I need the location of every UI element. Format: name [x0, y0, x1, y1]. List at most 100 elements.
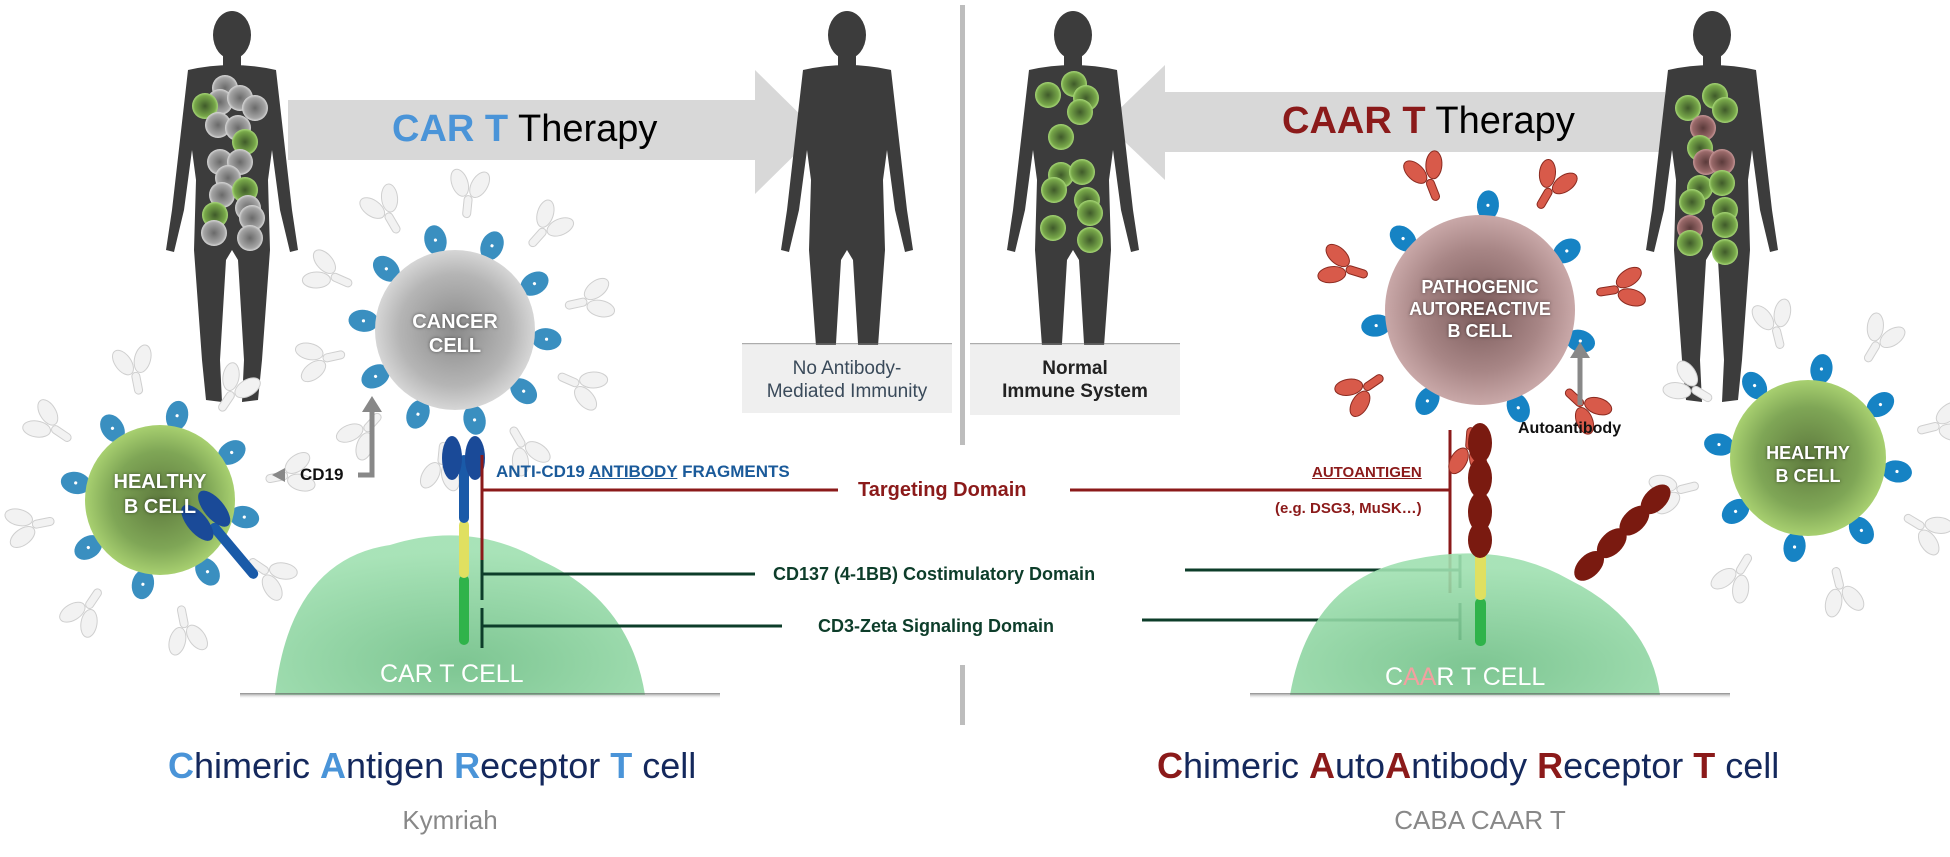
antibody-icon	[1327, 356, 1396, 425]
healthy-cell-dot	[192, 93, 218, 119]
antibody-icon	[295, 242, 362, 307]
center-divider-top	[960, 5, 965, 445]
pathogenic-cell-label: PATHOGENIC AUTOREACTIVE B CELL	[1409, 277, 1551, 341]
footer-title-part: C	[168, 745, 194, 786]
footer-title-part: eceptor	[480, 745, 611, 786]
healthy-cell-dot	[1077, 227, 1103, 253]
cancer-cell-dot	[239, 205, 265, 231]
healthy-cell-dot	[1040, 215, 1066, 241]
footer-title-part: A	[1385, 745, 1412, 786]
antibody-icon	[1812, 561, 1871, 623]
cancer-cell-dot	[237, 225, 263, 251]
targeting-domain-label: Targeting Domain	[858, 479, 1027, 501]
healthy-b-cell-right	[1730, 380, 1886, 536]
antibody-icon	[1745, 293, 1804, 355]
footer-title-part: R	[454, 745, 481, 786]
car-t-full-name: Chimeric Antigen Receptor T cell	[168, 745, 696, 787]
car-t-product-name: Kymriah	[402, 805, 498, 835]
healthy-cell-dot	[1077, 200, 1103, 226]
cancer-cell-label: CANCER CELL	[412, 311, 498, 357]
antibody-icon	[1592, 261, 1651, 316]
car-receptor-binding-b-cell	[181, 490, 259, 579]
costimulatory-domain-label: CD137 (4-1BB) Costimulatory Domain	[773, 564, 1096, 584]
antibody-icon	[1892, 496, 1950, 563]
healthy-cell-dot	[1679, 189, 1705, 215]
healthy-b-cell-left	[85, 425, 235, 575]
footer-title-part: C	[1157, 745, 1183, 786]
antibody-icon	[328, 398, 398, 468]
footer-title-part: ntibody	[1411, 745, 1538, 786]
autoantibody-label: Autoantibody	[1518, 420, 1622, 437]
healthy-cell-dot	[1041, 177, 1067, 203]
healthy-cell-dot	[1069, 159, 1095, 185]
cancer-cell-dot	[242, 95, 268, 121]
antibody-icon	[352, 176, 419, 245]
autoreactive-cell-dot	[1709, 149, 1735, 175]
body-cells-cancer	[192, 75, 268, 251]
car-t-therapy-arrow	[288, 70, 818, 194]
cancer-cell-dot	[201, 220, 227, 246]
healthy-cell-dot	[232, 129, 258, 155]
healthy-cell-dot	[1709, 170, 1735, 196]
cd19-pointer	[358, 410, 375, 478]
pathogenic-autoreactive-b-cell	[1385, 215, 1575, 405]
healthy-cell-dot	[1067, 99, 1093, 125]
antibody-icon	[51, 576, 120, 645]
antibody-icon	[1518, 152, 1585, 220]
patient-body-autoimmune	[1646, 11, 1778, 402]
cancer-cell-dot	[209, 182, 235, 208]
caar-receptor-angled	[1574, 484, 1671, 581]
body-cells-normal	[1035, 71, 1103, 253]
center-divider-bottom	[960, 665, 965, 725]
antibody-icon	[236, 540, 305, 609]
caar-t-full-name: Chimeric AutoAntibody Receptor T cell	[1157, 745, 1779, 787]
antibody-icon	[290, 330, 351, 388]
caar-t-therapy-arrow	[1105, 65, 1665, 180]
antibody-icon	[512, 192, 582, 262]
body-cells-autoimmune	[1675, 83, 1738, 265]
cancer-cell-dot	[205, 112, 231, 138]
healthy-cell-dot	[1712, 97, 1738, 123]
antibody-icon	[1911, 395, 1950, 454]
cancer-cell	[375, 250, 535, 410]
cd19-antigen-icon	[347, 308, 380, 334]
antibody-icon	[1846, 305, 1913, 374]
footer-title-part: R	[1537, 745, 1564, 786]
caar-t-product-name: CABA CAAR T	[1394, 805, 1566, 835]
autoantigen-examples: (e.g. DSG3, MuSK…)	[1275, 500, 1422, 517]
caar-receptor	[1468, 423, 1492, 646]
antibody-icon	[106, 339, 163, 399]
footer-title-part: A	[320, 745, 347, 786]
footer-title-part: T	[1693, 745, 1716, 786]
cd19-antigen-icon	[530, 326, 563, 352]
footer-title-part: cell	[1715, 745, 1780, 786]
healthy-b-cell-left-label: HEALTHY B CELL	[113, 471, 207, 518]
footer-title-part: himeric	[1183, 745, 1310, 786]
antibody-icon	[442, 164, 495, 221]
healthy-cell-dot	[1048, 124, 1074, 150]
footer-title-part: ntigen	[346, 745, 455, 786]
antibody-fragments-label: ANTI-CD19 ANTIBODY FRAGMENTS	[496, 462, 790, 481]
footer-title-part: uto	[1335, 745, 1386, 786]
footer-title-part: cell	[632, 745, 697, 786]
car-receptor	[442, 436, 485, 645]
signaling-domain-label: CD3-Zeta Signaling Domain	[818, 616, 1055, 636]
car-t-cell-label: CAR T CELL	[380, 660, 524, 688]
healthy-cell-dot	[1675, 95, 1701, 121]
antibody-icon	[1312, 237, 1375, 298]
antibody-icon	[15, 391, 84, 460]
footer-title-part: eceptor	[1563, 745, 1694, 786]
antibody-icon	[0, 497, 59, 554]
car-t-therapy-title: CAR T Therapy	[392, 108, 658, 150]
healthy-b-cell-right-label: HEALTHY B CELL	[1766, 443, 1850, 486]
footer-title-part: A	[1309, 745, 1336, 786]
healthy-cell-dot	[1677, 230, 1703, 256]
autoreactive-cell-dot	[1690, 115, 1716, 141]
autoantigen-label: AUTOANTIGEN	[1312, 464, 1422, 481]
healthy-cell-dot	[1712, 212, 1738, 238]
antibody-icon	[548, 353, 615, 418]
caar-t-therapy-title: CAAR T Therapy	[1282, 100, 1575, 142]
caar-t-cell-label: CAAR T CELL	[1385, 663, 1546, 691]
outcome-normal-immune-system: Normal Immune System	[970, 345, 1180, 415]
